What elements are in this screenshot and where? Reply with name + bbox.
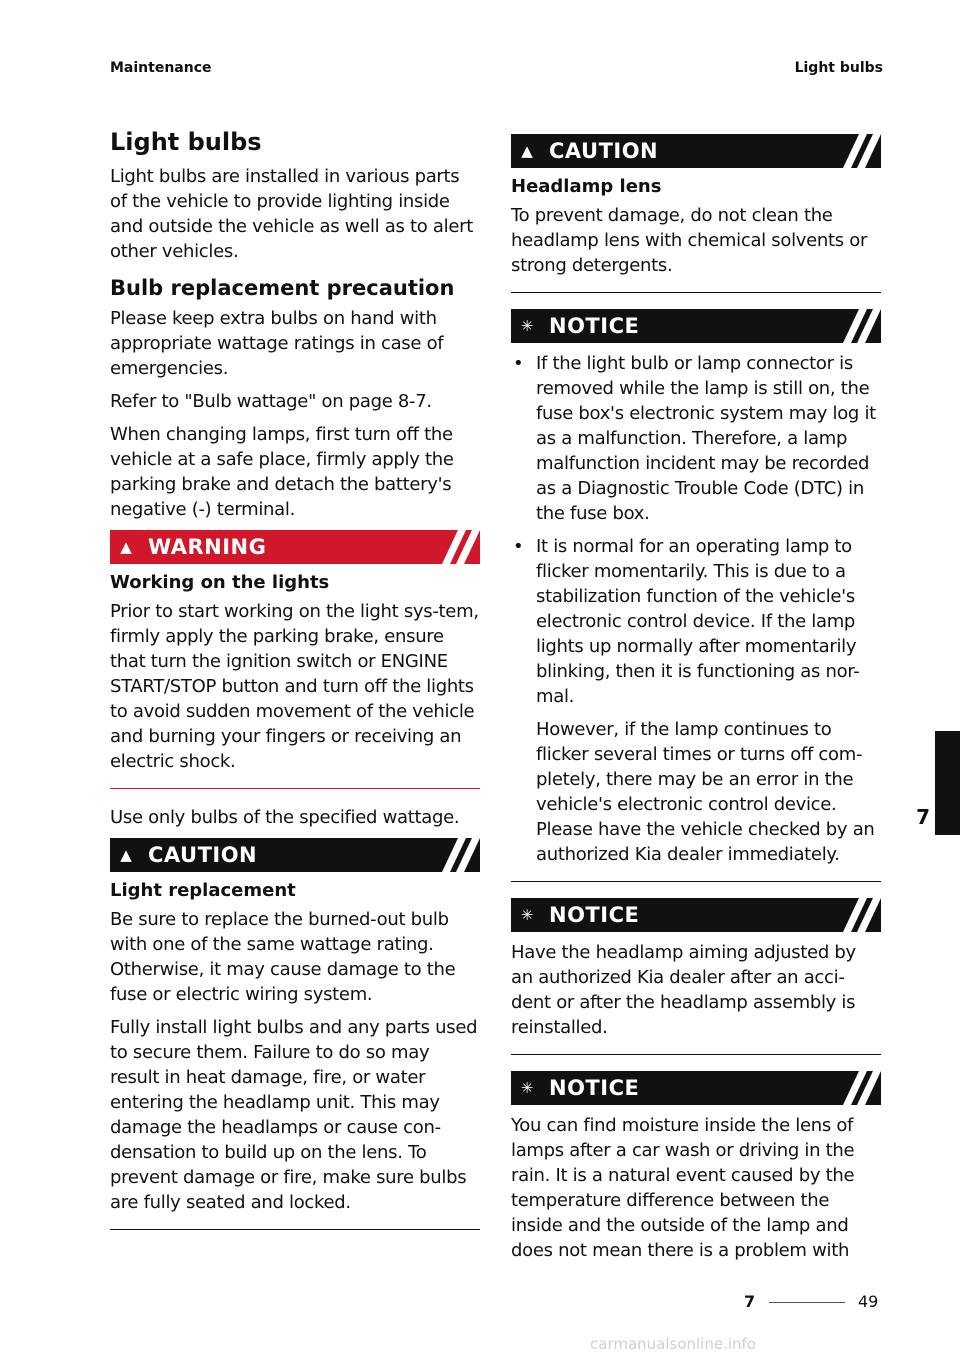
notice-banner: ✳ NOTICE	[511, 1071, 881, 1105]
caution-text-2: Fully install light bulbs and any parts …	[110, 1017, 478, 1213]
caution-label: CAUTION	[549, 139, 659, 163]
slash-stripes-icon	[436, 838, 480, 872]
warning-divider	[110, 788, 480, 789]
caution-label: CAUTION	[148, 843, 258, 867]
section-title: Bulb replacement precaution	[110, 276, 455, 300]
footer-chapter-number: 7	[744, 1292, 756, 1311]
notice-divider	[511, 881, 881, 882]
notice-text: Have the headlamp aiming adjusted by an …	[511, 942, 856, 1038]
caution-subhead: Headlamp lens	[511, 176, 662, 197]
running-header-topic: Light bulbs	[794, 60, 883, 76]
caution-banner: ▲ CAUTION	[110, 838, 480, 872]
notice-bullet-list: • If the light bulb or lamp connector is…	[511, 351, 881, 709]
list-item: • If the light bulb or lamp connector is…	[511, 351, 881, 526]
slash-stripes-icon	[837, 1071, 881, 1105]
notice-banner: ✳ NOTICE	[511, 898, 881, 932]
notice-banner: ✳ NOTICE	[511, 309, 881, 343]
spare-bulbs-paragraph: Please keep extra bulbs on hand with app…	[110, 308, 444, 379]
warning-text: Prior to start working on the light sys-…	[110, 601, 479, 772]
asterisk-icon: ✳	[520, 906, 534, 924]
page-title: Light bulbs	[110, 128, 262, 156]
bullet-dot-icon: •	[513, 353, 524, 374]
warning-banner: ▲ WARNING	[110, 530, 480, 564]
notice-continuation-text: However, if the lamp continues to flicke…	[536, 719, 875, 865]
watermark-text: carmanualsonline.info	[590, 1335, 756, 1353]
warning-subhead: Working on the lights	[110, 572, 330, 593]
notice-bullet-text: If the light bulb or lamp connector is r…	[536, 353, 876, 524]
footer-divider	[769, 1302, 845, 1303]
caution-subhead: Light replacement	[110, 880, 296, 901]
chapter-tab-number: 7	[916, 805, 930, 829]
warning-triangle-icon: ▲	[120, 846, 132, 864]
changing-lamps-paragraph: When changing lamps, first turn off the …	[110, 424, 454, 520]
running-header-section: Maintenance	[110, 60, 212, 76]
notice-bullet-text: It is normal for an operating lamp to fl…	[536, 536, 860, 707]
asterisk-icon: ✳	[520, 1079, 534, 1097]
notice-label: NOTICE	[549, 1076, 640, 1100]
slash-stripes-icon	[837, 309, 881, 343]
notice-label: NOTICE	[549, 314, 640, 338]
notice-label: NOTICE	[549, 903, 640, 927]
warning-label: WARNING	[148, 535, 267, 559]
slash-stripes-icon	[436, 530, 480, 564]
asterisk-icon: ✳	[520, 317, 534, 335]
notice-text: You can find moisture inside the lens of…	[511, 1115, 855, 1261]
list-item: • It is normal for an operating lamp to …	[511, 534, 881, 709]
caution-banner: ▲ CAUTION	[511, 134, 881, 168]
notice-divider	[511, 1054, 881, 1055]
warning-triangle-icon: ▲	[120, 538, 132, 556]
caution-text: To prevent damage, do not clean the head…	[511, 205, 868, 276]
left-column: Light bulbs Light bulbs are installed in…	[110, 128, 480, 1246]
footer-page-number: 49	[858, 1292, 879, 1311]
caution-text-1: Be sure to replace the burned-out bulb w…	[110, 909, 456, 1005]
caution-divider	[110, 1229, 480, 1230]
slash-stripes-icon	[837, 134, 881, 168]
wattage-paragraph: Use only bulbs of the specified wattage.	[110, 807, 460, 828]
page-reference-paragraph: Refer to "Bulb wattage" on page 8-7.	[110, 391, 432, 412]
right-column: ▲ CAUTION Headlamp lens To prevent damag…	[511, 128, 881, 1271]
caution-divider	[511, 292, 881, 293]
intro-paragraph: Light bulbs are installed in various par…	[110, 166, 473, 262]
bullet-dot-icon: •	[513, 536, 524, 557]
warning-triangle-icon: ▲	[521, 142, 533, 160]
chapter-tab	[935, 731, 960, 835]
slash-stripes-icon	[837, 898, 881, 932]
